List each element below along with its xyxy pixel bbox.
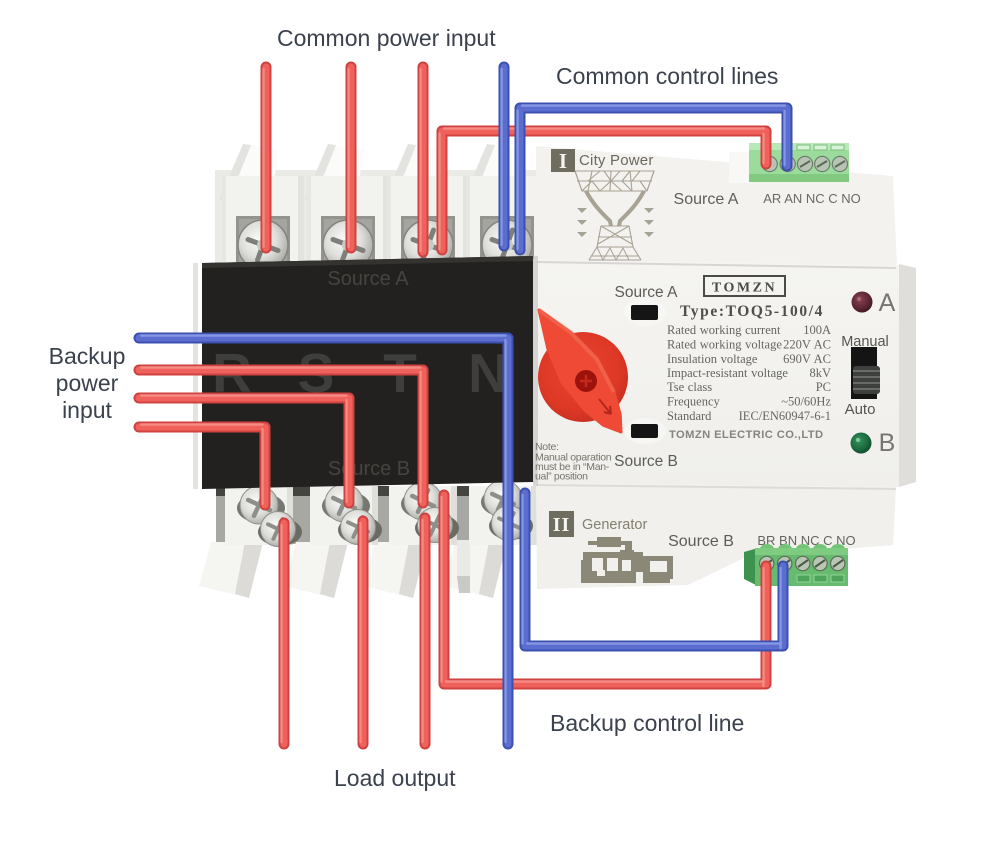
svg-text:AR AN NC C NO: AR AN NC C NO <box>763 191 861 206</box>
svg-text:I: I <box>559 149 567 173</box>
svg-text:TOMZN ELECTRIC CO.,LTD: TOMZN ELECTRIC CO.,LTD <box>669 429 823 441</box>
svg-text:BR BN NC C NO: BR BN NC C NO <box>757 533 855 548</box>
svg-text:100A: 100A <box>803 323 831 337</box>
svg-text:Tse class: Tse class <box>667 380 712 394</box>
svg-text:Source A: Source A <box>615 284 679 301</box>
svg-text:II: II <box>553 514 571 536</box>
svg-text:TOMZN: TOMZN <box>712 281 777 296</box>
svg-text:Manual oparation: Manual oparation <box>535 452 612 464</box>
svg-text:220V AC: 220V AC <box>783 338 831 352</box>
svg-text:Type:TOQ5-100/4: Type:TOQ5-100/4 <box>680 303 824 320</box>
svg-text:690V AC: 690V AC <box>783 352 831 366</box>
svg-text:Insulation voltage: Insulation voltage <box>667 352 758 366</box>
svg-text:City Power: City Power <box>579 152 654 169</box>
svg-text:Generator: Generator <box>582 517 647 533</box>
svg-text:ual” position: ual” position <box>535 471 588 483</box>
svg-text:IEC/EN60947-6-1: IEC/EN60947-6-1 <box>739 409 831 423</box>
svg-text:must be in “Man-: must be in “Man- <box>535 461 610 473</box>
svg-text:N: N <box>468 342 508 404</box>
svg-text:A: A <box>879 289 896 317</box>
svg-text:B: B <box>879 429 896 457</box>
svg-text:8kV: 8kV <box>809 366 831 380</box>
svg-text:Standard: Standard <box>667 409 712 423</box>
svg-text:Impact-resistant voltage: Impact-resistant voltage <box>667 366 788 380</box>
svg-text:Rated working voltage: Rated working voltage <box>667 338 782 352</box>
svg-text:Auto: Auto <box>845 401 876 418</box>
svg-text:Source B: Source B <box>614 453 678 470</box>
svg-text:Note:: Note: <box>535 441 559 453</box>
svg-text:Source A: Source A <box>674 191 739 208</box>
svg-text:Frequency: Frequency <box>667 395 721 409</box>
svg-text:Manual: Manual <box>841 334 889 350</box>
svg-text:Source B: Source B <box>668 533 734 550</box>
svg-text:~50/60Hz: ~50/60Hz <box>781 395 831 409</box>
svg-text:Source B: Source B <box>328 458 410 480</box>
svg-text:Rated working current: Rated working current <box>667 323 781 337</box>
svg-text:Source A: Source A <box>327 268 409 290</box>
svg-text:PC: PC <box>816 380 831 394</box>
